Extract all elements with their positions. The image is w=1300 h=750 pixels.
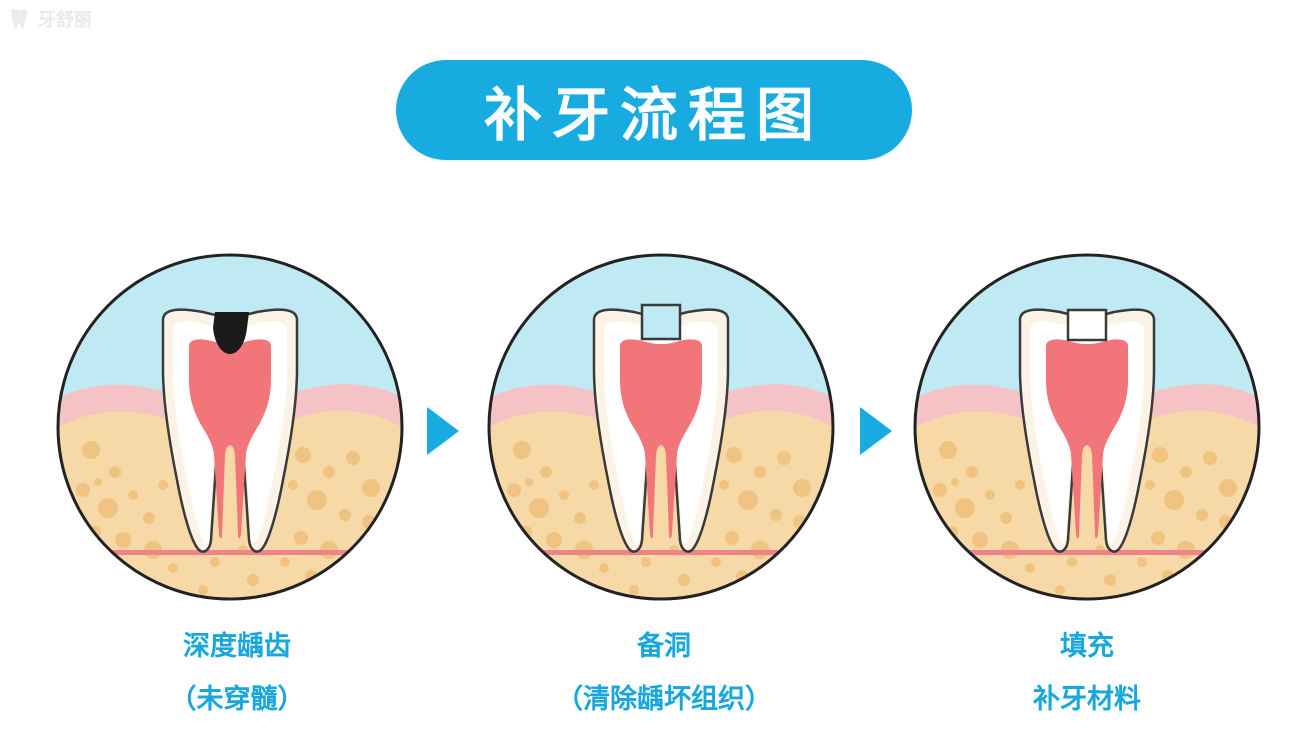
step-3-sublabel: 补牙材料 bbox=[1033, 684, 1141, 715]
step-2-illustration bbox=[484, 250, 838, 604]
deep-caries-tooth-illustration bbox=[56, 253, 404, 601]
step-1-label: 深度龋齿 bbox=[183, 631, 291, 662]
step-3-label: 填充 bbox=[1060, 631, 1114, 662]
arrow-right-icon bbox=[427, 407, 459, 455]
next-arrow-1 bbox=[425, 405, 461, 457]
prepared-cavity-tooth-illustration bbox=[487, 253, 835, 601]
step-3-illustration bbox=[910, 250, 1264, 604]
watermark: 牙舒丽 bbox=[6, 6, 92, 32]
title-banner: 补牙流程图 bbox=[396, 60, 912, 160]
step-2-sublabel: （清除龋坏组织） bbox=[556, 684, 772, 715]
step-1-sublabel: （未穿髓） bbox=[169, 684, 305, 715]
page-title: 补牙流程图 bbox=[483, 81, 824, 149]
tooth-logo-icon bbox=[11, 8, 27, 29]
step-2-label: 备洞 bbox=[637, 631, 691, 662]
watermark-text: 牙舒丽 bbox=[38, 10, 92, 31]
arrow-right-icon bbox=[860, 407, 892, 455]
step-1-illustration bbox=[53, 250, 407, 604]
next-arrow-2 bbox=[858, 405, 894, 457]
filled-tooth-illustration bbox=[913, 253, 1261, 601]
